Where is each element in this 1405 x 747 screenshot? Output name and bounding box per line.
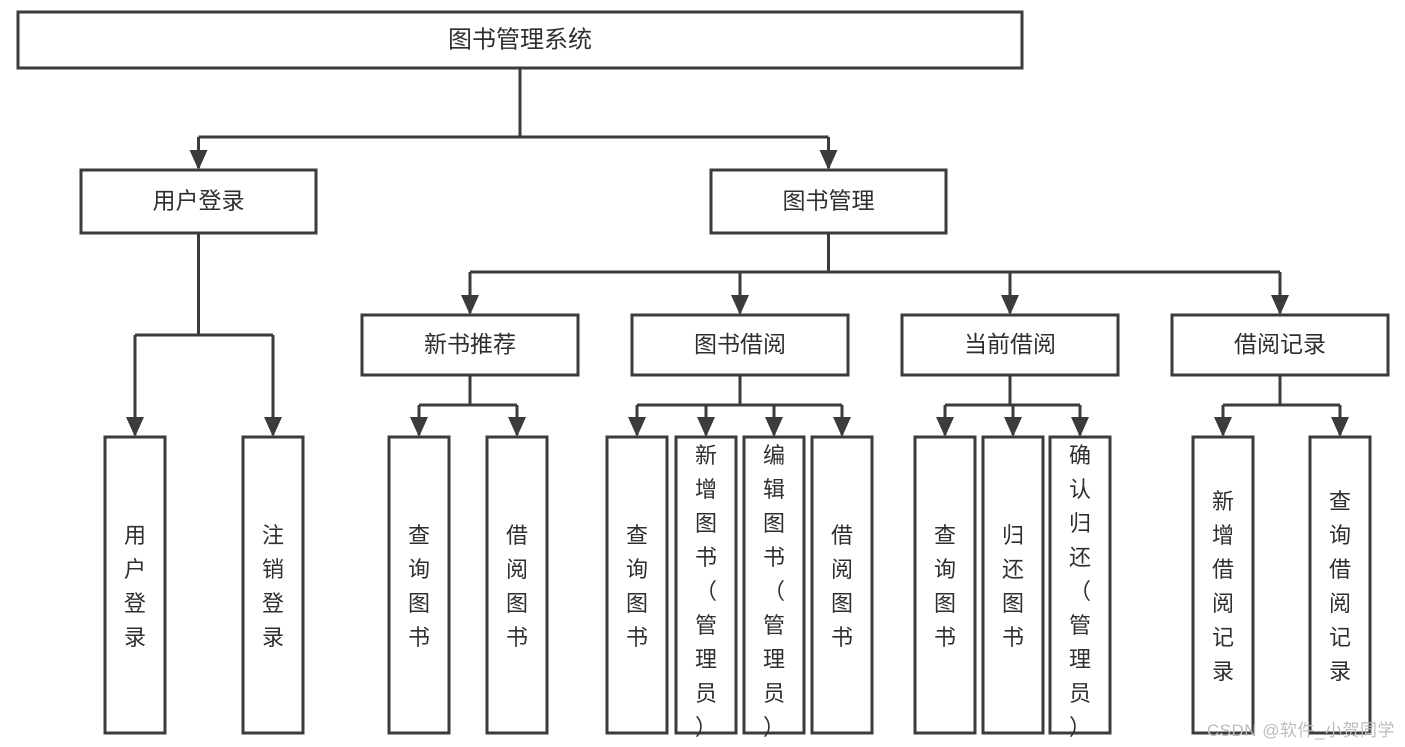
node-l3-借阅记录[interactable]: 借阅记录 xyxy=(1170,313,1390,377)
arrow-head-icon xyxy=(1001,295,1019,315)
node-l3-新书推荐-label: 新书推荐 xyxy=(424,331,516,357)
arrow-head-icon xyxy=(936,417,954,437)
node-l2-用户登录-rect[interactable] xyxy=(79,168,318,235)
node-leaf-注销登录[interactable]: 注销登录 xyxy=(241,435,305,735)
node-l3-当前借阅-label: 当前借阅 xyxy=(964,331,1056,357)
node-leaf-查询图书[interactable]: 查询图书 xyxy=(913,435,977,735)
arrow-head-icon xyxy=(508,417,526,437)
arrow-head-icon xyxy=(189,150,208,170)
arrow-head-icon xyxy=(1271,295,1289,315)
node-l3-图书借阅[interactable]: 图书借阅 xyxy=(630,313,850,377)
node-leaf-查询图书-rect[interactable] xyxy=(913,435,977,735)
arrow-head-icon xyxy=(461,295,479,315)
node-l2-图书管理-rect[interactable] xyxy=(709,168,948,235)
node-leaf-借阅图书[interactable]: 借阅图书 xyxy=(485,435,549,735)
node-leaf-查询图书-label: 查询图书 xyxy=(934,523,956,650)
node-leaf-确认归还（管理员）-label: 确认归还（管理员） xyxy=(1069,443,1091,740)
node-l2-用户登录[interactable]: 用户登录 xyxy=(79,168,318,235)
node-l3-新书推荐[interactable]: 新书推荐 xyxy=(360,313,580,377)
arrow-head-icon xyxy=(264,417,282,437)
node-leaf-查询图书[interactable]: 查询图书 xyxy=(605,435,669,735)
node-leaf-新增图书（管理员）[interactable]: 新增图书（管理员） xyxy=(674,435,738,740)
arrow-head-icon xyxy=(1071,417,1089,437)
node-leaf-查询借阅记录[interactable]: 查询借阅记录 xyxy=(1308,435,1372,735)
node-leaf-查询图书[interactable]: 查询图书 xyxy=(387,435,451,735)
node-leaf-新增图书（管理员）-rect[interactable] xyxy=(674,435,738,735)
arrow-head-icon xyxy=(410,417,428,437)
node-leaf-查询图书-label: 查询图书 xyxy=(626,523,648,650)
node-leaf-借阅图书-rect[interactable] xyxy=(485,435,549,735)
arrow-head-icon xyxy=(628,417,646,437)
node-l2-图书管理-label: 图书管理 xyxy=(783,188,875,214)
node-leaf-借阅图书-rect[interactable] xyxy=(810,435,874,735)
node-leaf-归还图书-rect[interactable] xyxy=(981,435,1045,735)
arrow-head-icon xyxy=(765,417,783,437)
node-l3-当前借阅-rect[interactable] xyxy=(900,313,1120,377)
node-leaf-查询借阅记录-rect[interactable] xyxy=(1308,435,1372,735)
node-leaf-借阅图书-label: 借阅图书 xyxy=(506,523,528,650)
node-leaf-确认归还（管理员）[interactable]: 确认归还（管理员） xyxy=(1048,435,1112,740)
node-leaf-查询借阅记录-label: 查询借阅记录 xyxy=(1329,489,1351,684)
node-l3-新书推荐-rect[interactable] xyxy=(360,313,580,377)
arrow-head-icon xyxy=(1331,417,1349,437)
node-l3-图书借阅-rect[interactable] xyxy=(630,313,850,377)
node-leaf-确认归还（管理员）-rect[interactable] xyxy=(1048,435,1112,735)
node-l3-借阅记录-rect[interactable] xyxy=(1170,313,1390,377)
arrow-head-icon xyxy=(731,295,749,315)
node-leaf-归还图书-label: 归还图书 xyxy=(1002,523,1024,650)
arrow-head-icon xyxy=(1004,417,1022,437)
node-leaf-查询图书-label: 查询图书 xyxy=(408,523,430,650)
node-leaf-编辑图书（管理员）-rect[interactable] xyxy=(742,435,806,735)
arrow-head-icon xyxy=(1214,417,1232,437)
arrow-head-icon xyxy=(833,417,851,437)
node-leaf-新增借阅记录-rect[interactable] xyxy=(1191,435,1255,735)
node-root-图书管理系统-rect[interactable] xyxy=(16,10,1024,70)
node-leaf-用户登录-label: 用户登录 xyxy=(124,523,146,650)
arrow-head-icon xyxy=(697,417,715,437)
node-l2-用户登录-label: 用户登录 xyxy=(153,188,245,214)
node-root-图书管理系统-label: 图书管理系统 xyxy=(448,26,592,53)
node-leaf-注销登录-rect[interactable] xyxy=(241,435,305,735)
node-l3-借阅记录-label: 借阅记录 xyxy=(1234,331,1326,357)
node-leaf-编辑图书（管理员）-label: 编辑图书（管理员） xyxy=(763,443,785,740)
node-leaf-借阅图书-label: 借阅图书 xyxy=(831,523,853,650)
node-leaf-查询图书-rect[interactable] xyxy=(387,435,451,735)
node-l3-图书借阅-label: 图书借阅 xyxy=(694,331,786,357)
node-leaf-用户登录[interactable]: 用户登录 xyxy=(103,435,167,735)
node-leaf-新增借阅记录-label: 新增借阅记录 xyxy=(1212,489,1234,684)
node-leaf-查询图书-rect[interactable] xyxy=(605,435,669,735)
node-leaf-新增图书（管理员）-label: 新增图书（管理员） xyxy=(695,443,717,740)
node-leaf-归还图书[interactable]: 归还图书 xyxy=(981,435,1045,735)
node-leaf-新增借阅记录[interactable]: 新增借阅记录 xyxy=(1191,435,1255,735)
arrow-head-icon xyxy=(819,150,838,170)
node-l2-图书管理[interactable]: 图书管理 xyxy=(709,168,948,235)
node-leaf-借阅图书[interactable]: 借阅图书 xyxy=(810,435,874,735)
connector-layer xyxy=(126,68,1349,437)
node-leaf-注销登录-label: 注销登录 xyxy=(262,523,284,650)
node-l3-当前借阅[interactable]: 当前借阅 xyxy=(900,313,1120,377)
arrow-head-icon xyxy=(126,417,144,437)
node-leaf-编辑图书（管理员）[interactable]: 编辑图书（管理员） xyxy=(742,435,806,740)
node-leaf-用户登录-rect[interactable] xyxy=(103,435,167,735)
node-root-图书管理系统[interactable]: 图书管理系统 xyxy=(16,10,1024,70)
node-layer: 图书管理系统用户登录图书管理新书推荐图书借阅当前借阅借阅记录用户登录注销登录查询… xyxy=(16,10,1390,740)
